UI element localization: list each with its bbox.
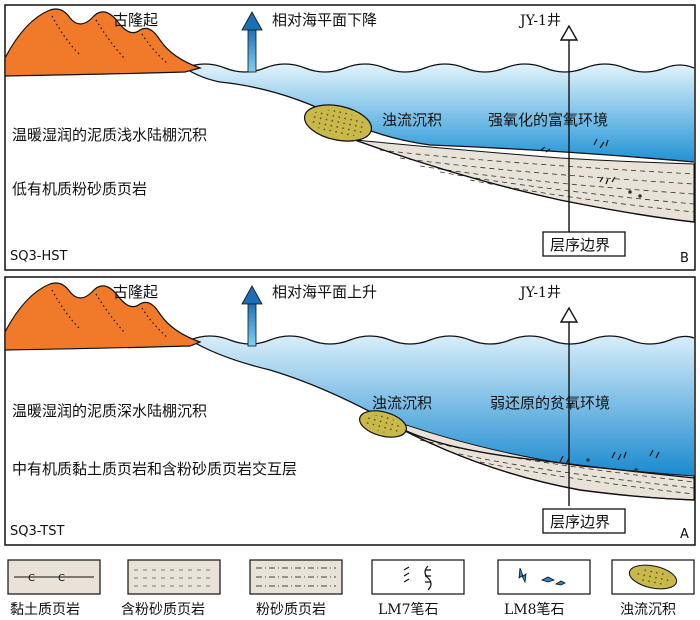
turbidite-dots-b — [310, 109, 366, 137]
panel-letter-a: A — [680, 527, 689, 542]
lm8-graptolite-icon — [518, 567, 566, 586]
uplift-label-a: 古隆起 — [113, 283, 158, 301]
sequence-label-b: SQ3-HST — [10, 249, 67, 264]
uplift-a — [4, 282, 202, 351]
legend-label-clay-shale: 黏土质页岩 — [10, 602, 80, 618]
turbidite-label-a: 浊流沉积 — [372, 394, 432, 412]
well-label-a: JY-1井 — [518, 285, 561, 301]
uplift-label-b: 古隆起 — [113, 11, 158, 29]
sea-surface-b — [184, 63, 695, 73]
legend-item-lm7-graptolite: LM7笔石 — [371, 559, 465, 618]
boundary-label-box-b: 层序边界 — [542, 231, 626, 257]
lm8-graptolite-icon — [586, 458, 638, 472]
legend-item-turbidite: 浊流沉积 — [611, 559, 695, 618]
panel-b: 古隆起 相对海平面下降 JY-1井 浊流沉积 强氧化的富氧环境 温暖湿润的泥质浅… — [4, 4, 696, 271]
facies-label-a: 温暖湿润的泥质深水陆棚沉积 — [12, 402, 207, 420]
lm7-graptolite-icon — [403, 565, 432, 591]
up-arrow-icon — [241, 285, 263, 347]
legend-label-turbidite: 浊流沉积 — [620, 602, 676, 618]
environment-label-a: 弱还原的贫氧环境 — [490, 394, 610, 412]
well-label-b: JY-1井 — [518, 13, 561, 29]
uplift-ridges-a — [51, 289, 169, 339]
turbidite-label-b: 浊流沉积 — [382, 111, 442, 129]
svg-text:C: C — [28, 573, 35, 584]
sea-level-label-b: 相对海平面下降 — [272, 11, 377, 29]
legend-item-lm8-graptolite: LM8笔石 — [497, 559, 591, 618]
panel-letter-b: B — [680, 251, 689, 266]
legend-label-silty-bearing-shale: 含粉砂质页岩 — [121, 602, 205, 618]
sea-water-b — [185, 64, 694, 162]
well-triangle-icon — [559, 306, 579, 506]
boundary-label-a: 层序边界 — [550, 513, 610, 531]
lithology-label-a: 中有机质黏土质页岩和含粉砂质页岩交互层 — [12, 460, 297, 478]
legend-item-silty-shale: 粉砂质页岩 — [249, 559, 343, 618]
legend-label-lm8: LM8笔石 — [504, 602, 565, 618]
sequence-boundary-line-b — [354, 139, 695, 223]
up-arrow-icon — [241, 11, 263, 73]
boundary-label-box-a: 层序边界 — [542, 508, 626, 534]
sequence-label-a: SQ3-TST — [10, 524, 64, 539]
boundary-label-b: 层序边界 — [550, 236, 610, 254]
sediment-layers-a — [419, 439, 695, 495]
sea-water-a — [190, 336, 694, 478]
uplift-ridges-b — [51, 15, 169, 65]
environment-label-b: 强氧化的富氧环境 — [488, 111, 608, 129]
uplift-b — [4, 8, 203, 77]
sea-level-label-a: 相对海平面上升 — [272, 283, 377, 301]
legend-item-clay-shale: C C 黏土质页岩 — [7, 559, 101, 618]
legend-label-silty-shale: 粉砂质页岩 — [256, 602, 326, 618]
lm8-graptolite-icon — [628, 190, 642, 198]
legend-label-lm7: LM7笔石 — [378, 602, 439, 618]
sequence-boundary-line-a — [369, 411, 695, 501]
lithology-label-b: 低有机质粉砂质页岩 — [12, 180, 147, 198]
legend: C C 黏土质页岩 含粉砂质页岩 粉砂质页岩 — [7, 559, 695, 618]
lm7-graptolite-icon — [559, 449, 660, 465]
svg-text:C: C — [58, 573, 65, 584]
facies-label-b: 温暖湿润的泥质浅水陆棚沉积 — [12, 126, 207, 144]
turbidite-dots-a — [364, 414, 402, 434]
sea-surface-a — [189, 335, 695, 345]
lm7-graptolite-icon — [540, 138, 616, 185]
panel-a: 古隆起 相对海平面上升 JY-1井 浊流沉积 弱还原的贫氧环境 温暖湿润的泥质深… — [4, 276, 696, 546]
well-triangle-icon — [559, 24, 579, 232]
legend-item-silty-bearing-shale: 含粉砂质页岩 — [121, 559, 221, 618]
